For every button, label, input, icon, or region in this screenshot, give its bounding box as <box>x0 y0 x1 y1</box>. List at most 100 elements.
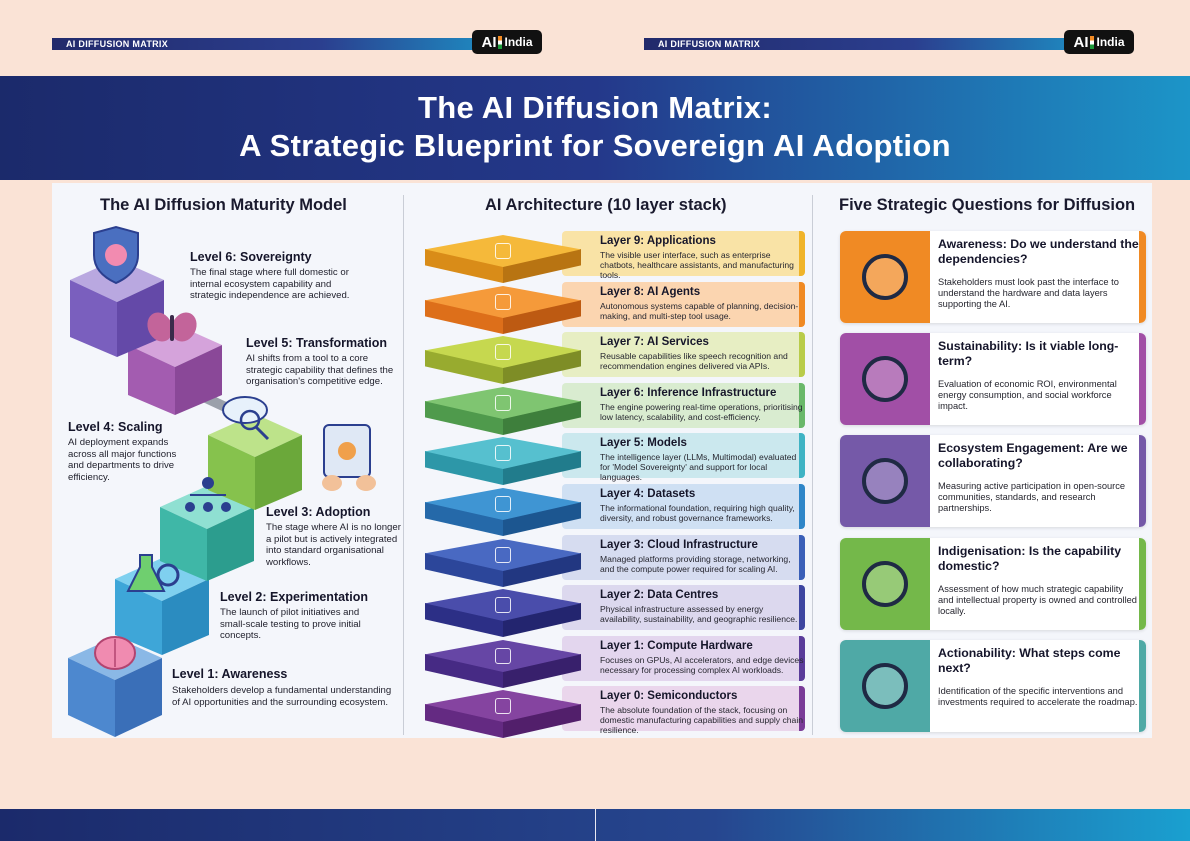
level-5-desc: AI shifts from a tool to a core strategi… <box>246 353 394 387</box>
layer-desc-7: Reusable capabilities like speech recogn… <box>600 351 788 371</box>
level-4-title: Level 4: Scaling <box>68 420 163 434</box>
phone-app-icon <box>495 243 511 259</box>
eye-icon <box>840 231 930 323</box>
question-card-edge <box>1139 640 1146 732</box>
cloud-search-icon <box>222 396 270 441</box>
question-title: Actionability: What steps come next? <box>938 646 1121 675</box>
layer-title-9: Layer 9: Applications <box>600 235 716 247</box>
layer-desc-2: Physical infrastructure assessed by ener… <box>600 604 798 624</box>
layer-desc-8: Autonomous systems capable of planning, … <box>600 301 799 321</box>
question-desc: Evaluation of economic ROI, environmenta… <box>938 379 1117 411</box>
question-card-1: Awareness: Do we understand the dependen… <box>840 231 1146 323</box>
scales-icon <box>840 333 930 425</box>
question-card-2: Sustainability: Is it viable long-term?E… <box>840 333 1146 425</box>
brain-icon <box>94 636 136 670</box>
layer-slab-9 <box>425 235 581 283</box>
question-card-edge <box>1139 435 1146 527</box>
questions-heading: Five Strategic Questions for Diffusion <box>839 196 1136 214</box>
layer-slab-5 <box>425 437 581 485</box>
header-bar-right <box>644 38 1134 50</box>
layer-desc-9: The visible user interface, such as ente… <box>600 250 794 280</box>
layer-card-8 <box>562 282 805 327</box>
layer-title-3: Layer 3: Cloud Infrastructure <box>600 539 758 551</box>
layer-slab-1 <box>425 640 581 688</box>
column-divider-1 <box>403 195 404 735</box>
header-label-left: AI DIFFUSION MATRIX <box>66 39 169 49</box>
flask-gear-icon <box>126 554 180 592</box>
level-6-title: Level 6: Sovereignty <box>190 250 312 264</box>
level-4-desc: AI deployment expands across all major f… <box>68 437 177 483</box>
layer-card-0 <box>562 686 805 731</box>
question-desc: Measuring active participation in open-s… <box>938 481 1126 513</box>
layer-card-4 <box>562 484 805 529</box>
layer-slab-6 <box>425 387 581 435</box>
layer-title-1: Layer 1: Compute Hardware <box>600 640 753 652</box>
layer-title-2: Layer 2: Data Centres <box>600 589 719 601</box>
question-card-edge <box>1139 333 1146 425</box>
butterfly-icon <box>147 312 197 342</box>
chip-icon <box>495 698 511 714</box>
page-title-line1: The AI Diffusion Matrix: <box>418 90 772 125</box>
header-bar-left <box>52 38 542 50</box>
question-title: Awareness: Do we understand the dependen… <box>938 237 1139 266</box>
layer-card-5 <box>562 433 805 478</box>
layer-card-7 <box>562 332 805 377</box>
question-title: Indigenisation: Is the capability domest… <box>938 544 1122 573</box>
level-6-desc: The final stage where full domestic or i… <box>190 267 350 301</box>
layer-desc-6: The engine powering real-time operations… <box>600 402 803 422</box>
level-3-title: Level 3: Adoption <box>266 505 371 519</box>
layer-card-6 <box>562 383 805 428</box>
roadmap-flag-icon <box>840 640 930 732</box>
layer-slab-8 <box>425 286 581 334</box>
layer-title-5: Layer 5: Models <box>600 437 687 449</box>
robot-icon <box>495 294 511 310</box>
layer-card-1 <box>562 636 805 681</box>
layer-slab-7 <box>425 336 581 384</box>
level-4-block <box>208 414 302 510</box>
question-card-edge <box>1139 538 1146 630</box>
question-title: Ecosystem Engagement: Are we collaborati… <box>938 441 1128 470</box>
maturity-heading: The AI Diffusion Maturity Model <box>100 196 347 214</box>
layer-card-9 <box>562 231 805 276</box>
layer-title-7: Layer 7: AI Services <box>600 336 709 348</box>
shield-brain-icon <box>93 225 139 285</box>
layer-card-3 <box>562 535 805 580</box>
level-5-title: Level 5: Transformation <box>246 336 388 350</box>
layer-desc-1: Focuses on GPUs, AI accelerators, and ed… <box>600 655 804 675</box>
question-card-5: Actionability: What steps come next? Iden… <box>840 640 1146 732</box>
layer-slab-0 <box>425 690 581 738</box>
level-1-title: Level 1: Awareness <box>172 667 288 681</box>
level-2-desc: The launch of pilot initiatives and smal… <box>220 607 361 641</box>
layer-slab-4 <box>425 488 581 536</box>
neural-net-icon <box>495 445 511 461</box>
mic-icon <box>495 344 511 360</box>
architecture-heading: AI Architecture (10 layer stack) <box>485 196 727 214</box>
question-desc: Identification of the specific intervent… <box>938 686 1138 707</box>
handshake-icon <box>840 435 930 527</box>
server-icon <box>495 597 511 613</box>
layer-card-2 <box>562 585 805 630</box>
level-2-title: Level 2: Experimentation <box>220 590 368 604</box>
question-card-4: Indigenisation: Is the capability domest… <box>840 538 1146 630</box>
maturity-staircase <box>68 225 376 737</box>
layer-title-4: Layer 4: Datasets <box>600 488 696 500</box>
level-1-desc: Stakeholders develop a fundamental under… <box>172 685 392 708</box>
question-card-edge <box>1139 231 1146 323</box>
layer-desc-4: The informational foundation, requiring … <box>600 503 795 523</box>
footer-divider <box>595 809 596 841</box>
database-icon <box>495 496 511 512</box>
header-label-right: AI DIFFUSION MATRIX <box>658 39 761 49</box>
question-desc: Assessment of how much strategic capabil… <box>938 584 1137 616</box>
page-title-line2: A Strategic Blueprint for Sovereign AI A… <box>239 128 951 163</box>
layer-title-8: Layer 8: AI Agents <box>600 286 701 298</box>
tablet-gears-icon <box>322 424 376 491</box>
layer-desc-0: The absolute foundation of the stack, fo… <box>600 705 804 735</box>
level-6-block <box>70 259 164 357</box>
layer-slab-2 <box>425 589 581 637</box>
layer-title-0: Layer 0: Semiconductors <box>600 690 738 702</box>
gpu-chip-icon <box>495 648 511 664</box>
house-lock-icon <box>840 538 930 630</box>
